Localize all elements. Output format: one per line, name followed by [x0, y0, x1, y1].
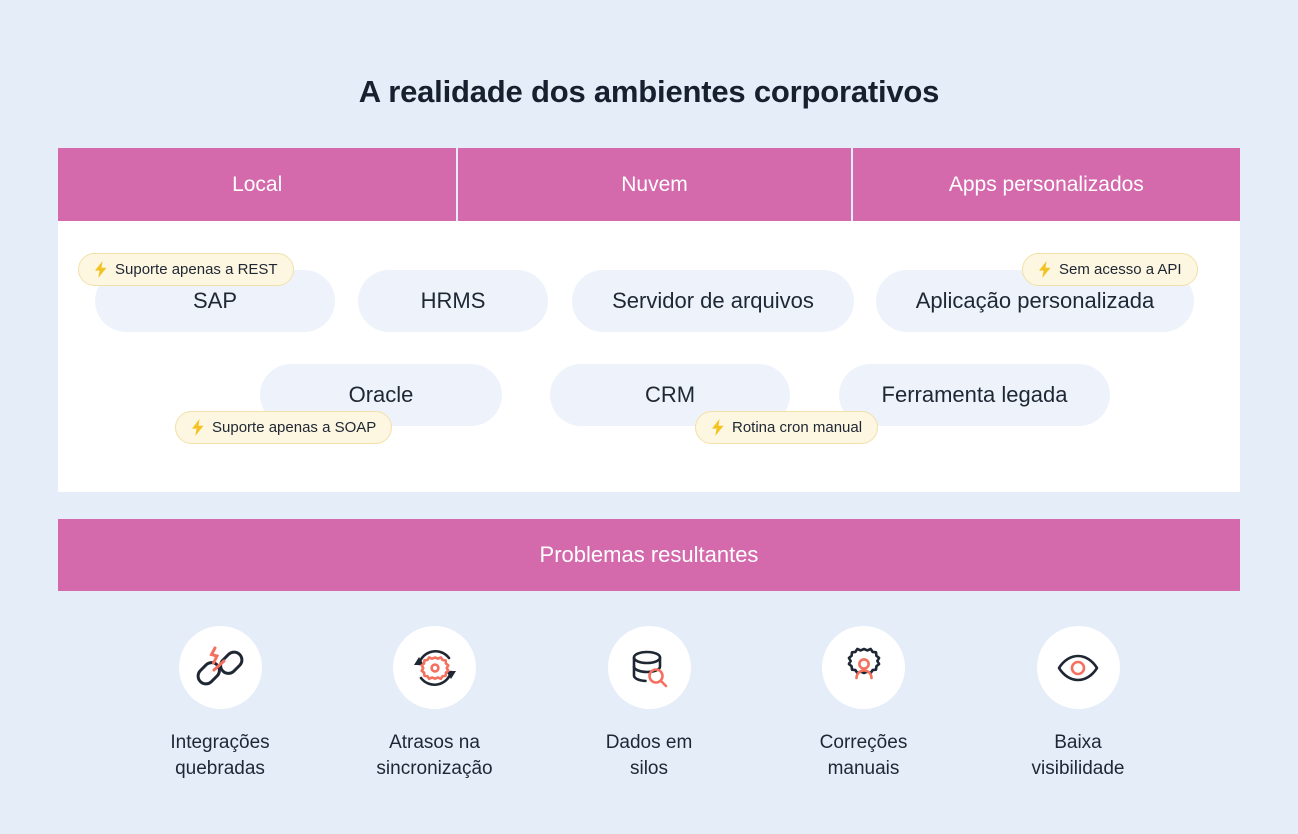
problem-item-manual-fixes: Correções manuais: [764, 626, 964, 781]
lightning-bolt-icon: [712, 419, 724, 436]
problem-label-sync-delays: Atrasos na sincronização: [376, 732, 493, 779]
system-label-oracle: Oracle: [348, 382, 414, 407]
icon-circle-database-search: [607, 626, 691, 709]
badge-label-no-api-access: Sem acesso a API: [1059, 261, 1182, 278]
problem-item-low-visibility: Baixa visibilidade: [978, 626, 1178, 781]
icon-circle-broken-link: [178, 626, 262, 709]
category-header-row: Local Nuvem Apps personalizados: [58, 148, 1240, 221]
systems-panel: SAP HRMS Servidor de arquivos Aplicação …: [58, 221, 1240, 492]
badge-soap-only: Suporte apenas a SOAP: [175, 411, 393, 444]
badge-manual-cron: Rotina cron manual: [695, 411, 879, 444]
eye-icon: [1057, 654, 1099, 681]
database-search-icon: [632, 650, 668, 687]
sync-gear-icon: [413, 649, 456, 686]
system-pill-custom-application: Aplicação personalizada: [876, 270, 1194, 332]
problem-item-broken-integrations: Integrações quebradas: [120, 626, 320, 781]
icon-circle-sync-gear: [393, 626, 476, 709]
problem-label-broken-integrations: Integrações quebradas: [170, 732, 270, 779]
header-label-cloud: Nuvem: [621, 172, 688, 196]
system-label-file-server: Servidor de arquivos: [612, 288, 814, 313]
system-label-sap: SAP: [192, 288, 238, 313]
problem-label-manual-fixes: Correções manuais: [819, 732, 908, 779]
badge-label-rest-only: Suporte apenas a REST: [115, 261, 278, 278]
problems-banner: Problemas resultantes: [58, 519, 1240, 591]
problems-list: Integrações quebradas Atrasos na: [120, 626, 1178, 781]
badge-label-soap-only: Suporte apenas a SOAP: [212, 419, 377, 436]
problem-label-data-silos: Dados em silos: [605, 732, 693, 779]
page-title: A realidade dos ambientes corporativos: [358, 74, 940, 109]
broken-link-icon: [196, 646, 244, 685]
badge-no-api-access: Sem acesso a API: [1022, 253, 1198, 286]
system-pill-file-server: Servidor de arquivos: [572, 270, 854, 332]
lightning-bolt-icon: [1039, 261, 1051, 278]
header-label-local: Local: [232, 172, 283, 196]
header-cell-cloud: Nuvem: [458, 148, 851, 221]
badge-label-manual-cron: Rotina cron manual: [732, 419, 863, 436]
problem-item-sync-delays: Atrasos na sincronização: [335, 626, 535, 781]
icon-circle-user-gear: [822, 626, 905, 709]
lightning-bolt-icon: [95, 261, 107, 278]
icon-circle-eye: [1036, 626, 1120, 709]
system-label-hrms: HRMS: [420, 288, 486, 313]
system-label-crm: CRM: [644, 382, 696, 407]
badge-rest-only: Suporte apenas a REST: [78, 253, 294, 286]
header-cell-local: Local: [58, 148, 457, 221]
problem-label-low-visibility: Baixa visibilidade: [1031, 732, 1125, 779]
system-label-legacy-tool: Ferramenta legada: [881, 382, 1068, 407]
system-pill-hrms: HRMS: [358, 270, 548, 332]
system-pill-legacy-tool: Ferramenta legada: [839, 364, 1110, 426]
header-cell-custom-apps: Apps personalizados: [852, 148, 1240, 221]
problems-banner-label: Problemas resultantes: [539, 542, 759, 567]
system-label-custom-application: Aplicação personalizada: [915, 288, 1155, 313]
lightning-bolt-icon: [192, 419, 204, 436]
problem-item-data-silos: Dados em silos: [549, 626, 749, 781]
user-gear-icon: [847, 647, 880, 679]
header-label-custom-apps: Apps personalizados: [948, 172, 1144, 196]
